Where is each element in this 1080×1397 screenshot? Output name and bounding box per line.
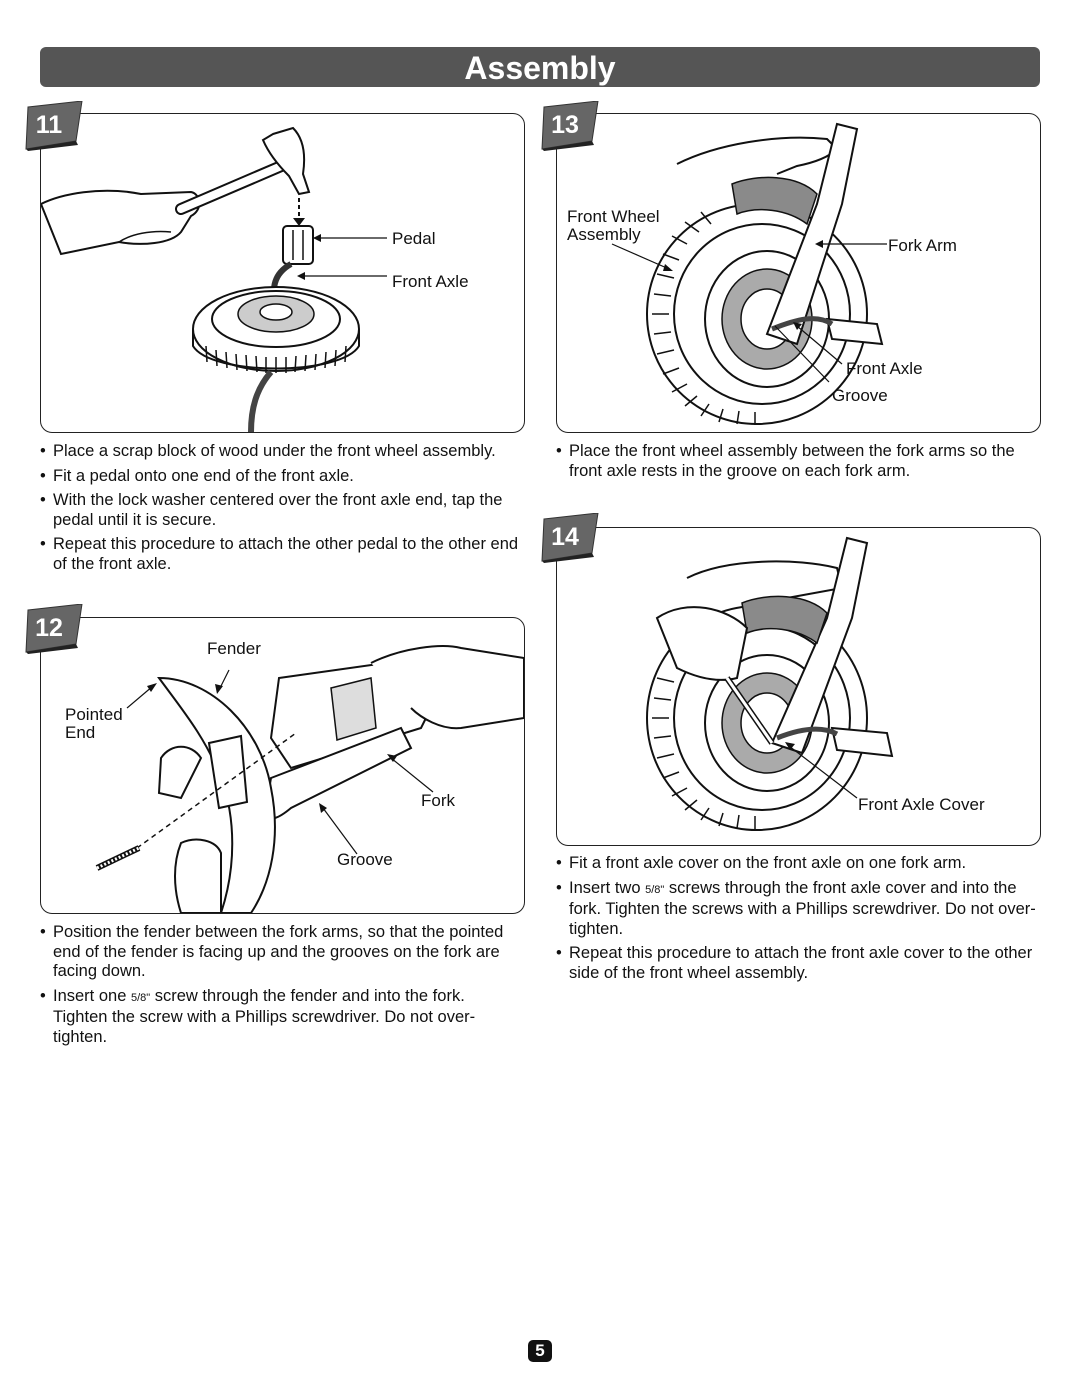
- step-14-badge: 14: [534, 513, 600, 563]
- label-groove-13: Groove: [832, 386, 888, 405]
- step-11-badge: 11: [18, 101, 84, 151]
- step-12-bullet-1: Position the fender between the fork arm…: [40, 923, 520, 982]
- step-12-number: 12: [35, 614, 63, 642]
- step-11-bullet-1: Place a scrap block of wood under the fr…: [40, 442, 530, 462]
- label-front-wheel-assembly: Front Wheel Assembly: [567, 207, 660, 244]
- label-pointed-end: Pointed End: [65, 705, 123, 742]
- label-fork-arm: Fork Arm: [888, 236, 957, 255]
- page-header: Assembly: [40, 47, 1040, 87]
- wheel-in-fork-illustration: [611, 122, 887, 425]
- step-14-bullet-2-post: screws through the front axle cover and …: [569, 878, 1036, 938]
- step-14-bullet-3: Repeat this procedure to attach the fron…: [556, 944, 1041, 983]
- step-14-bullet-2: Insert two 5/8" screws through the front…: [556, 879, 1041, 940]
- label-fork: Fork: [421, 791, 455, 810]
- step-11-instructions: Place a scrap block of wood under the fr…: [40, 442, 530, 579]
- screw-size-fraction: 5/8": [645, 883, 665, 896]
- step-14-number: 14: [551, 523, 579, 551]
- step-12-illustration-panel: Fender Pointed End Fork Groove: [40, 617, 525, 914]
- step-12-bullet-2: Insert one 5/8" screw through the fender…: [40, 987, 520, 1048]
- label-pedal: Pedal: [392, 229, 436, 248]
- step-13-badge: 13: [534, 101, 600, 151]
- step-14-illustration-panel: Front Axle Cover: [556, 527, 1041, 846]
- step-14-instructions: Fit a front axle cover on the front axle…: [556, 854, 1041, 988]
- label-fender: Fender: [207, 639, 261, 658]
- step-13-instructions: Place the front wheel assembly between t…: [556, 442, 1041, 486]
- step-12-bullet-2-post: screw through the fender and into the fo…: [53, 986, 476, 1046]
- label-front-axle-cover: Front Axle Cover: [858, 795, 985, 814]
- step-13-number: 13: [551, 111, 579, 139]
- step-12-instructions: Position the fender between the fork arm…: [40, 923, 520, 1052]
- step-11-illustration-panel: Pedal Front Axle: [40, 113, 525, 433]
- step-14-bullet-2-pre: Insert two: [569, 878, 646, 897]
- step-13-illustration-panel: Front Wheel Assembly Fork Arm Front Axle…: [556, 113, 1041, 433]
- step-13-bullet-1: Place the front wheel assembly between t…: [556, 442, 1041, 481]
- step-12-badge: 12: [18, 604, 84, 654]
- fender-fork-illustration: [95, 645, 524, 913]
- step-11-bullet-4: Repeat this procedure to attach the othe…: [40, 535, 530, 574]
- page-number: 5: [528, 1340, 552, 1362]
- screw-size-fraction: 5/8": [130, 991, 151, 1004]
- step-14-bullet-1: Fit a front axle cover on the front axle…: [556, 854, 1041, 874]
- step-11-bullet-3: With the lock washer centered over the f…: [40, 491, 530, 530]
- axle-cover-screwdriver-illustration: [646, 536, 894, 831]
- label-front-axle: Front Axle: [392, 272, 469, 291]
- page-title: Assembly: [464, 50, 616, 86]
- label-front-axle-13: Front Axle: [846, 359, 923, 378]
- hammer-pedal-wheel-illustration: [41, 126, 387, 432]
- label-groove: Groove: [337, 850, 393, 869]
- step-11-bullet-2: Fit a pedal onto one end of the front ax…: [40, 467, 530, 487]
- step-12-bullet-2-pre: Insert one: [53, 986, 131, 1005]
- step-11-number: 11: [35, 111, 63, 139]
